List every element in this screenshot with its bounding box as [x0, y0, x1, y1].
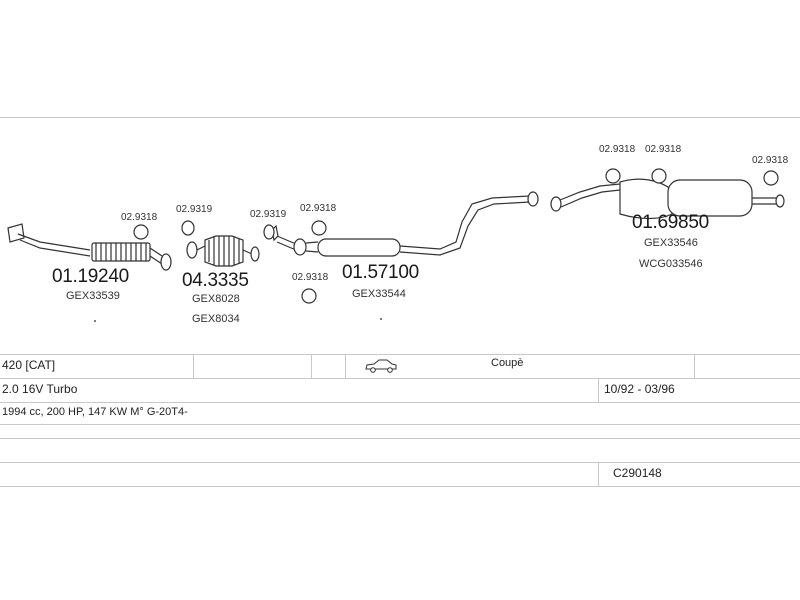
rear-silencer-part: [550, 178, 785, 220]
table-column-rule: [311, 354, 312, 378]
mount-label-7: 02.9318: [645, 144, 682, 155]
table-rule: [0, 378, 800, 379]
part-ref: GEX33539: [66, 290, 120, 302]
part-ref: GEX33546: [644, 237, 698, 249]
part-number: 04.3335: [182, 270, 249, 291]
table-column-rule: [598, 462, 599, 486]
table-rule: [0, 402, 800, 403]
part-number: 01.69850: [632, 212, 709, 233]
production-years: 10/92 - 03/96: [604, 382, 675, 396]
part-ref: WCG033546: [639, 258, 703, 270]
part-ref: GEX33544: [352, 288, 406, 300]
mount-label-3: 02.9319: [250, 209, 287, 220]
table-column-rule: [193, 354, 194, 378]
coupe-car-icon: [365, 359, 397, 373]
mount-label-5: 02.9318: [292, 272, 329, 283]
front-pipe-part: [7, 223, 172, 271]
table-rule: [0, 462, 800, 463]
exhaust-diagram: 02.9318 02.9319 02.9319 02.9318 02.9318 …: [0, 117, 800, 325]
bullet-dot: [380, 318, 382, 320]
vehicle-model: 420 [CAT]: [2, 358, 56, 372]
part-ref: GEX8034: [192, 313, 240, 325]
mount-label-6: 02.9318: [599, 144, 636, 155]
middle-silencer-part: [271, 191, 539, 257]
mount-label-2: 02.9319: [176, 204, 213, 215]
engine-name: 2.0 16V Turbo: [2, 382, 78, 396]
mount-label-1: 02.9318: [121, 212, 158, 223]
table-rule: [0, 354, 800, 355]
part-number: 01.19240: [52, 266, 129, 287]
catalytic-converter-part: [186, 235, 260, 267]
table-column-rule: [345, 354, 346, 378]
part-number: 01.57100: [342, 262, 419, 283]
body-type: Coupè: [491, 357, 524, 369]
mount-label-4: 02.9318: [300, 203, 337, 214]
table-column-rule: [694, 354, 695, 378]
exhaust-system-drawing: [7, 168, 785, 304]
diagram-top-border: [0, 117, 800, 118]
catalog-code: C290148: [613, 466, 662, 480]
vehicle-info-table: 420 [CAT] Coupè 2.0 16V Turbo 10/92 - 03…: [0, 340, 800, 500]
bullet-dot: [94, 320, 96, 322]
mount-label-8: 02.9318: [752, 155, 789, 166]
part-ref: GEX8028: [192, 293, 240, 305]
table-rule: [0, 424, 800, 425]
table-rule: [0, 486, 800, 487]
table-column-rule: [598, 378, 599, 402]
engine-specs: 1994 cc, 200 HP, 147 KW M° G-20T4-: [2, 406, 188, 418]
mount-rubbers: [133, 168, 779, 304]
table-rule: [0, 438, 800, 439]
